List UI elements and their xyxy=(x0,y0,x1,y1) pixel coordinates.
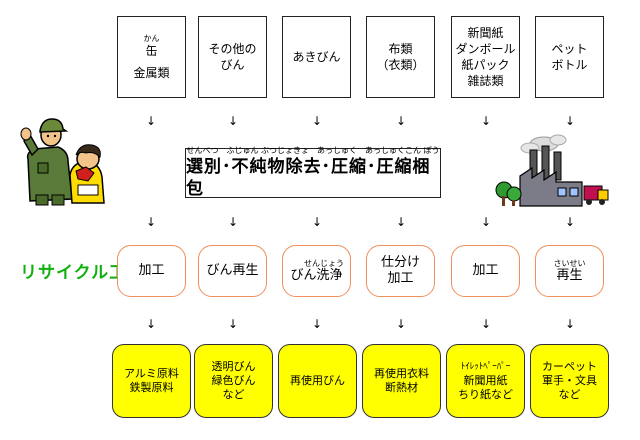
product-paper-l3: ちり紙など xyxy=(458,388,513,401)
product-pet: カーペット 軍手・文具 など xyxy=(530,344,609,418)
process-paper-label: 加工 xyxy=(472,263,499,278)
arrow-3-4: ↓ xyxy=(396,317,407,331)
arrow-1-2: ↓ xyxy=(228,114,239,128)
arrow-1-5: ↓ xyxy=(481,114,492,128)
product-reuse-bottles: 再使用びん xyxy=(278,344,357,418)
product-cloth-l1: 再使用衣料 xyxy=(374,367,429,380)
sorting-process-box: せんべつ ふじゅん ぶつじょきょ あっしゅく あっしゅくこん ぽう 選別･不純物… xyxy=(185,146,441,199)
product-bottle-regen-l2: 緑色びん xyxy=(211,374,256,387)
other-bottles-sub: びん xyxy=(220,58,245,72)
product-paper: ﾄｲﾚｯﾄﾍﾟｰﾊﾟｰ 新聞用紙 ちり紙など xyxy=(446,344,525,418)
paper-sub: ダンボール xyxy=(455,42,516,56)
arrow-2-6: ↓ xyxy=(565,215,576,229)
arrow-3-5: ↓ xyxy=(481,317,492,331)
empty-bottles-label: あきびん xyxy=(292,50,341,64)
material-pet-bottles: ペット ボトル xyxy=(535,16,604,98)
arrow-1-3: ↓ xyxy=(312,114,323,128)
cans-sub: 金属類 xyxy=(133,65,170,80)
process-ruby: せんべつ ふじゅん ぶつじょきょ あっしゅく あっしゅくこん ぽう xyxy=(186,146,440,155)
product-metal: アルミ原料 鉄製原料 xyxy=(112,344,191,418)
product-paper-l2: 新聞用紙 xyxy=(463,374,508,387)
recycle-factory-label: リサイクル工場 xyxy=(20,263,146,283)
process-bottle-regen-label: びん再生 xyxy=(206,263,259,278)
cans-ruby: かん xyxy=(143,33,160,43)
process-cloth-label: 仕分け xyxy=(380,255,420,270)
material-other-bottles: その他の びん xyxy=(198,16,267,98)
arrow-3-1: ↓ xyxy=(146,317,157,331)
arrow-1-6: ↓ xyxy=(565,114,576,128)
paper-sub3: 雑誌類 xyxy=(467,74,504,88)
arrow-2-4: ↓ xyxy=(396,215,407,229)
arrow-2-2: ↓ xyxy=(228,215,239,229)
material-empty-bottles: あきびん xyxy=(282,16,351,98)
process-cloth-sub: 加工 xyxy=(387,271,414,286)
material-cans: かん 缶 金属類 xyxy=(117,16,186,98)
process-metal: 加工 xyxy=(117,245,186,297)
product-pet-l1: カーペット xyxy=(542,360,597,373)
arrow-2-3: ↓ xyxy=(312,215,323,229)
arrow-3-6: ↓ xyxy=(565,317,576,331)
cans-label: 缶 xyxy=(145,43,158,58)
process-pet-label: 再生 xyxy=(556,267,583,283)
pet-sub: ボトル xyxy=(551,58,588,72)
process-pet: さいせい 再生 xyxy=(535,245,604,297)
product-cloth-l2: 断熱材 xyxy=(385,381,418,394)
product-pet-l2: 軍手・文具 xyxy=(542,374,597,387)
product-reuse-bottles-l1: 再使用びん xyxy=(290,374,345,387)
process-pet-ruby: さいせい xyxy=(553,258,586,268)
process-text: 選別･不純物除去･圧縮･圧縮梱包 xyxy=(186,157,431,199)
process-bottle-wash: せんじょう びん洗浄 xyxy=(282,245,351,297)
process-bottle-wash-ruby: せんじょう xyxy=(304,258,344,268)
paper-label: 新聞紙 xyxy=(467,26,504,40)
arrow-1-4: ↓ xyxy=(396,114,407,128)
product-pet-l3: など xyxy=(558,388,581,401)
other-bottles-label: その他の xyxy=(208,42,257,56)
product-metal-l2: 鉄製原料 xyxy=(129,381,174,394)
arrow-2-1: ↓ xyxy=(146,215,157,229)
arrow-3-2: ↓ xyxy=(228,317,239,331)
product-bottle-regen-l1: 透明びん xyxy=(211,360,256,373)
material-paper: 新聞紙 ダンボール 紙パック 雑誌類 xyxy=(451,16,520,98)
product-paper-l1: ﾄｲﾚｯﾄﾍﾟｰﾊﾟｰ xyxy=(460,362,511,372)
process-metal-label: 加工 xyxy=(138,263,165,278)
arrow-2-5: ↓ xyxy=(481,215,492,229)
cloth-label: 布類 xyxy=(388,42,413,56)
material-cloth: 布類 （衣類） xyxy=(366,16,435,98)
product-cloth: 再使用衣料 断熱材 xyxy=(362,344,441,418)
process-cloth: 仕分け 加工 xyxy=(366,245,435,297)
process-bottle-regen: びん再生 xyxy=(198,245,267,297)
pet-label: ペット xyxy=(551,42,588,56)
product-bottle-regen: 透明びん 緑色びん など xyxy=(194,344,273,418)
product-metal-l1: アルミ原料 xyxy=(124,367,179,380)
product-bottle-regen-l3: など xyxy=(222,388,245,401)
process-bottle-wash-label: びん洗浄 xyxy=(290,267,343,283)
arrow-3-3: ↓ xyxy=(312,317,323,331)
paper-sub2: 紙パック xyxy=(461,58,510,72)
arrow-1-1: ↓ xyxy=(146,114,157,128)
factory-icon xyxy=(495,134,609,207)
cloth-sub: （衣類） xyxy=(376,58,425,72)
worker-and-child-icon xyxy=(20,118,105,206)
process-paper: 加工 xyxy=(451,245,520,297)
